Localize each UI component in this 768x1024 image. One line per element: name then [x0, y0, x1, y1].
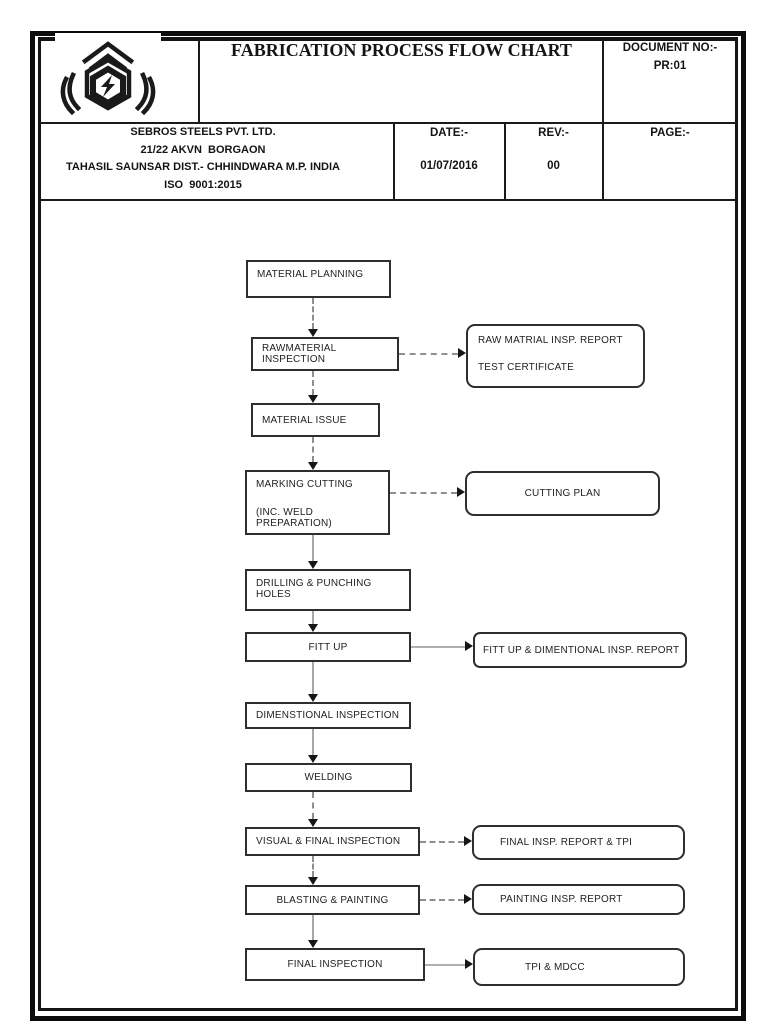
- connector-visual-to-final-report: [420, 841, 464, 843]
- arrowhead-down-icon: [308, 940, 318, 948]
- arrowhead-right-icon: [465, 641, 473, 651]
- hexagon-bolt-logo-icon: [60, 41, 156, 116]
- flow-node-blasting-painting: BLASTING & PAINTING: [245, 885, 420, 915]
- arrowhead-down-icon: [308, 694, 318, 702]
- arrowhead-right-icon: [464, 836, 472, 846]
- logo-cell-divider: [198, 40, 200, 122]
- flow-node-visual-final-inspection: VISUAL & FINAL INSPECTION: [245, 827, 420, 856]
- flow-node-dimenstional-inspection: DIMENSTIONAL INSPECTION: [245, 702, 411, 729]
- connector-rawmaterial-to-issue: [312, 371, 314, 395]
- side-box-label: FINAL INSP. REPORT & TPI: [500, 837, 633, 848]
- flow-node-label: RAWMATERIAL INSPECTION: [262, 343, 337, 365]
- connector-planning-to-rawmaterial: [312, 298, 314, 329]
- page-label: PAGE:-: [650, 127, 690, 139]
- flow-node-label: FINAL INSPECTION: [287, 959, 383, 970]
- connector-fittup-to-dimenstional: [312, 662, 314, 694]
- side-box-cutting-plan: CUTTING PLAN: [465, 471, 660, 516]
- flow-node-marking-cutting: MARKING CUTTING (INC. WELD PREPARATION): [245, 470, 390, 535]
- rev-label: REV:-: [538, 127, 569, 139]
- arrowhead-down-icon: [308, 877, 318, 885]
- connector-issue-to-marking: [312, 437, 314, 462]
- connector-blasting-to-final: [312, 915, 314, 940]
- side-box-raw-material-report: RAW MATRIAL INSP. REPORT TEST CERTIFICAT…: [466, 324, 645, 388]
- flow-node-final-inspection: FINAL INSPECTION: [245, 948, 425, 981]
- flow-node-drilling-punching: DRILLING & PUNCHING HOLES: [245, 569, 411, 611]
- flow-node-label: FITT UP: [308, 641, 348, 653]
- header-bottom-divider: [38, 199, 737, 201]
- flow-node-label: DIMENSTIONAL INSPECTION: [256, 710, 400, 721]
- connector-marking-to-drilling: [312, 535, 314, 561]
- side-box-tpi-mdcc: TPI & MDCC: [473, 948, 685, 986]
- flow-node-fitt-up: FITT UP: [245, 632, 411, 662]
- side-box-label: PAINTING INSP. REPORT: [500, 894, 623, 905]
- connector-welding-to-visual: [312, 792, 314, 819]
- flow-node-label: WELDING: [304, 772, 353, 783]
- flow-node-sublabel: (INC. WELD PREPARATION): [256, 507, 332, 529]
- connector-blasting-to-painting-report: [420, 899, 464, 901]
- arrowhead-down-icon: [308, 329, 318, 337]
- company-address-line1: 21/22 AKVN BORGAON: [140, 143, 266, 156]
- flow-node-label: MATERIAL ISSUE: [262, 414, 347, 426]
- connector-fittup-to-report: [411, 646, 465, 648]
- arrowhead-down-icon: [308, 624, 318, 632]
- flow-node-label: BLASTING & PAINTING: [276, 894, 389, 906]
- flow-node-label: MARKING CUTTING: [256, 479, 353, 490]
- side-box-label: FITT UP & DIMENTIONAL INSP. REPORT: [483, 644, 680, 656]
- flow-node-material-planning: MATERIAL PLANNING: [246, 260, 391, 298]
- side-box-final-insp-report-tpi: FINAL INSP. REPORT & TPI: [472, 825, 685, 860]
- connector-final-to-tpi-mdcc: [425, 964, 465, 966]
- rev-cell-divider: [504, 122, 506, 200]
- side-box-label: TPI & MDCC: [525, 961, 585, 973]
- arrowhead-down-icon: [308, 755, 318, 763]
- date-label: DATE:-: [429, 127, 469, 139]
- flow-node-rawmaterial-inspection: RAWMATERIAL INSPECTION: [251, 337, 399, 371]
- company-info: SEBROS STEELS PVT. LTD. 21/22 AKVN BORGA…: [38, 124, 368, 194]
- arrowhead-right-icon: [458, 348, 466, 358]
- company-logo: [55, 33, 161, 119]
- page-inner-border: [38, 37, 738, 1011]
- side-box-fittup-dimentional-report: FITT UP & DIMENTIONAL INSP. REPORT: [473, 632, 687, 668]
- document-no-value: PR:01: [653, 60, 687, 72]
- arrowhead-down-icon: [308, 395, 318, 403]
- rev-value: 00: [547, 160, 560, 172]
- side-box-painting-insp-report: PAINTING INSP. REPORT: [472, 884, 685, 915]
- header-row-divider: [38, 122, 737, 124]
- connector-dimenstional-to-welding: [312, 729, 314, 755]
- arrowhead-down-icon: [308, 819, 318, 827]
- document-no-label: DOCUMENT NO:-: [622, 42, 718, 54]
- side-box-line: RAW MATRIAL INSP. REPORT: [478, 335, 623, 346]
- connector-drilling-to-fittup: [312, 611, 314, 624]
- date-cell-divider: [393, 122, 395, 200]
- docno-cell-divider: [602, 40, 604, 200]
- arrowhead-right-icon: [465, 959, 473, 969]
- flow-node-welding: WELDING: [245, 763, 412, 792]
- connector-visual-to-blasting: [312, 856, 314, 877]
- flow-node-material-issue: MATERIAL ISSUE: [251, 403, 380, 437]
- page-outer-border: [30, 31, 746, 1021]
- connector-marking-to-cutting-plan: [390, 492, 457, 494]
- company-iso-cert: ISO 9001:2015: [164, 178, 242, 191]
- arrowhead-down-icon: [308, 561, 318, 569]
- date-value: 01/07/2016: [420, 160, 478, 172]
- page-title: FABRICATION PROCESS FLOW CHART: [231, 40, 572, 60]
- company-address-line2: TAHASIL SAUNSAR DIST.- CHHINDWARA M.P. I…: [66, 161, 340, 173]
- arrowhead-right-icon: [464, 894, 472, 904]
- company-name: SEBROS STEELS PVT. LTD.: [130, 126, 276, 138]
- arrowhead-right-icon: [457, 487, 465, 497]
- side-box-line: TEST CERTIFICATE: [478, 362, 574, 373]
- side-box-label: CUTTING PLAN: [524, 488, 601, 499]
- arrowhead-down-icon: [308, 462, 318, 470]
- flow-node-label: VISUAL & FINAL INSPECTION: [256, 836, 401, 847]
- connector-rawmaterial-to-report: [399, 353, 458, 355]
- flow-node-label: DRILLING & PUNCHING HOLES: [256, 578, 372, 600]
- flow-node-label: MATERIAL PLANNING: [257, 269, 364, 280]
